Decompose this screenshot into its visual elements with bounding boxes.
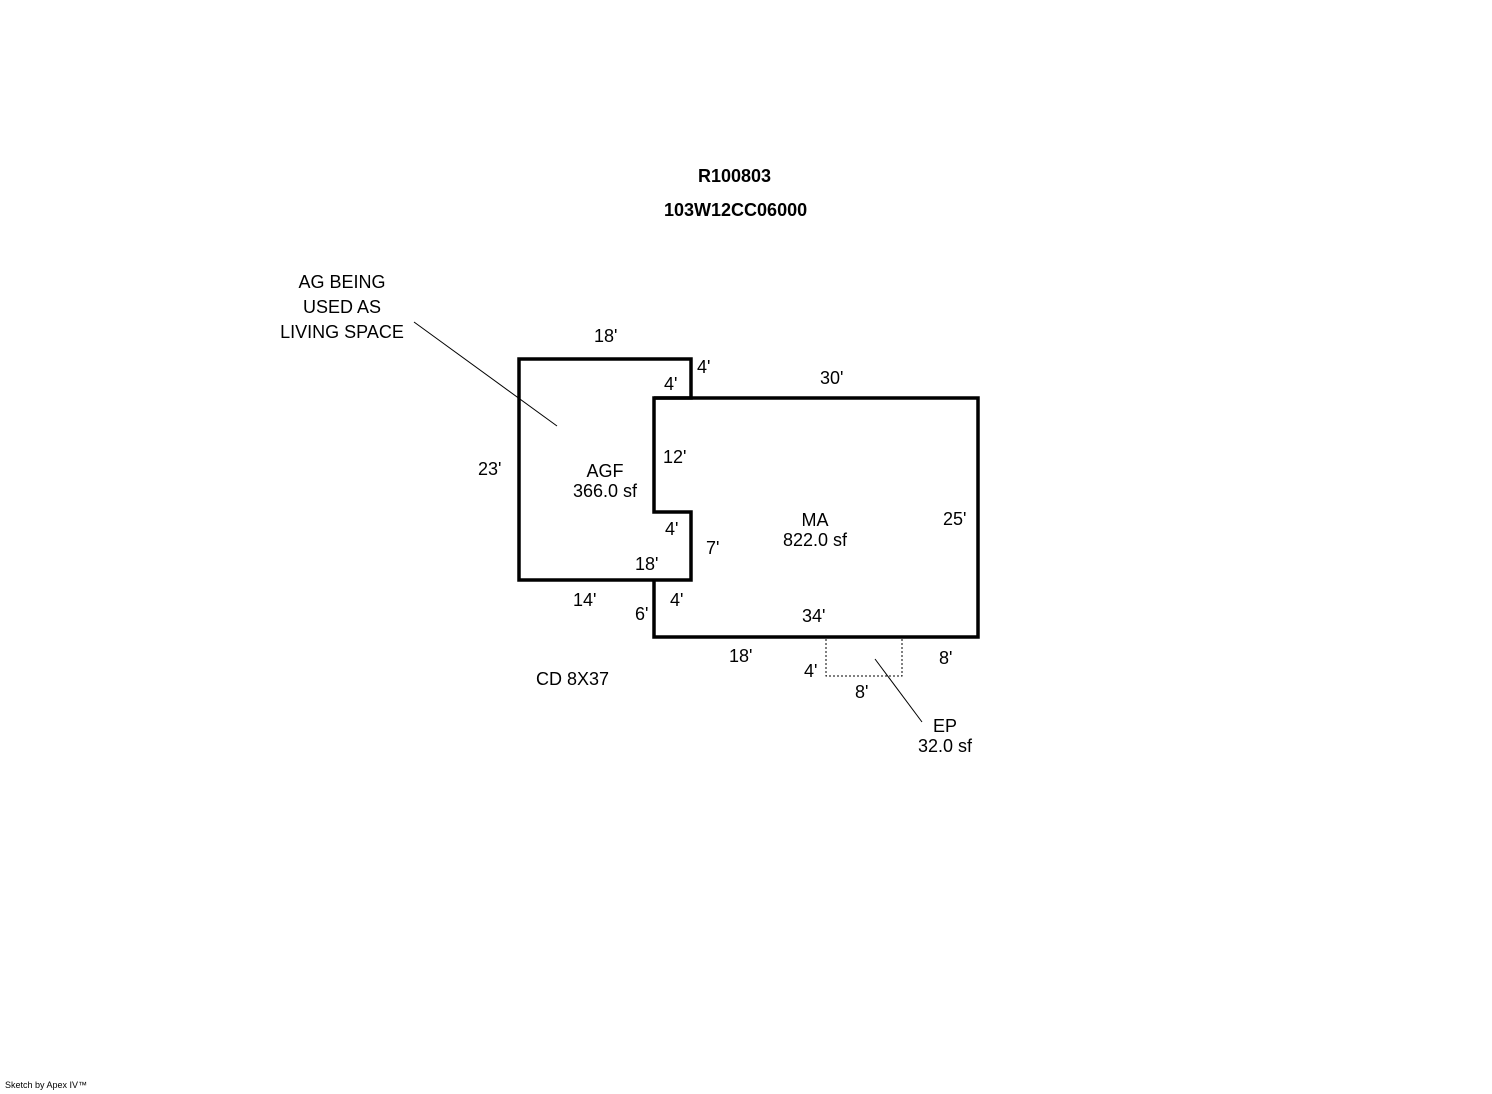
ep-area: 32.0 sf — [917, 736, 973, 756]
dim-ep-bottom: 8' — [855, 682, 869, 702]
dim-ep-left: 4' — [804, 661, 818, 681]
dim-agf-left: 23' — [478, 459, 502, 479]
dim-agf-right-upper-outer: 4' — [697, 357, 711, 377]
ep-leader-line — [874, 658, 923, 723]
parcel-number: 103W12CC06000 — [664, 200, 808, 220]
ma-outline — [652, 396, 980, 639]
ag-note-line-1: AG BEING — [298, 272, 386, 292]
dim-agf-right-lower: 7' — [706, 538, 720, 558]
cd-note: CD 8X37 — [536, 669, 610, 689]
dim-ma-bottom: 34' — [802, 606, 826, 626]
dim-ma-top: 30' — [820, 368, 844, 388]
dim-ma-bottom-right-outer: 8' — [939, 648, 953, 668]
ep-label: EP — [932, 716, 957, 736]
dim-ma-bottom-left-outer: 18' — [729, 646, 753, 666]
account-number: R100803 — [698, 166, 772, 186]
dim-agf-bottom-inner: 18' — [635, 554, 659, 574]
agf-outline — [517, 357, 693, 582]
dim-ma-left-lower-inner: 4' — [670, 590, 684, 610]
ag-leader-line — [413, 321, 558, 427]
dim-agf-bottom-outer: 14' — [573, 590, 597, 610]
ag-note-line-3: LIVING SPACE — [280, 322, 404, 342]
agf-area: 366.0 sf — [572, 481, 638, 501]
ma-label: MA — [801, 510, 829, 530]
dim-agf-right-upper-inner: 4' — [664, 374, 678, 394]
ma-area-label: MA 822.0 sf — [765, 510, 865, 550]
ag-note: AG BEING USED AS LIVING SPACE — [270, 272, 414, 342]
sketch-credit: Sketch by Apex IV™ — [5, 1080, 88, 1090]
ag-note-line-2: USED AS — [302, 297, 382, 317]
dim-agf-notch-bottom: 4' — [665, 519, 679, 539]
dim-ma-right: 25' — [943, 509, 967, 529]
agf-label: AGF — [586, 461, 624, 481]
agf-area-label: AGF 366.0 sf — [555, 461, 655, 501]
ma-area: 822.0 sf — [782, 530, 848, 550]
ep-outline — [825, 639, 903, 677]
dim-agf-notch-height: 12' — [663, 447, 687, 467]
dim-ma-left-lower-outer: 6' — [635, 604, 649, 624]
ep-area-label: EP 32.0 sf — [895, 716, 995, 756]
dim-agf-top: 18' — [594, 326, 618, 346]
